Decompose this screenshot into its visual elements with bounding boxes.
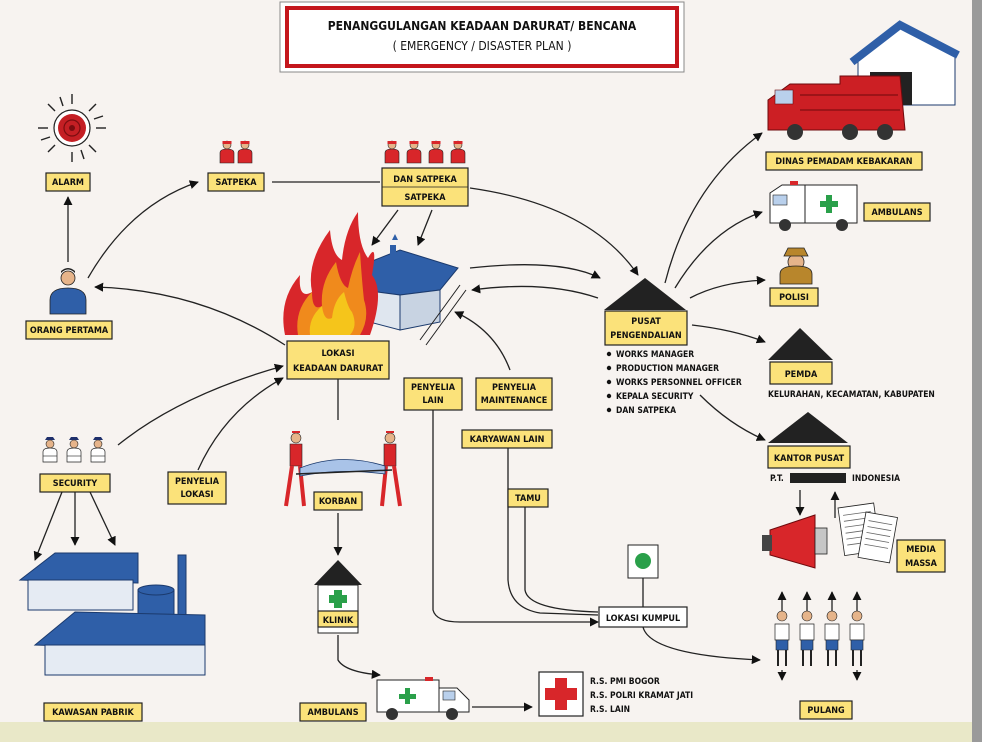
label-kawasan-pabrik: KAWASAN PABRIK	[43, 702, 143, 722]
label-lokasi-kumpul: LOKASI KUMPUL	[598, 606, 688, 628]
page-bottom-strip	[0, 722, 972, 742]
label-karyawan-lain: KARYAWAN LAIN	[461, 429, 553, 449]
svg-text:LOKASI KUMPUL: LOKASI KUMPUL	[606, 614, 680, 624]
ambulance-top-icon	[769, 181, 858, 231]
svg-text:ORANG PERTAMA: ORANG PERTAMA	[30, 326, 109, 336]
dan-satpeka-team-icon	[384, 140, 466, 164]
pemda-building-icon	[768, 328, 833, 360]
label-penyelia-lokasi: PENYELIA LOKASI	[167, 471, 227, 505]
svg-text:LAIN: LAIN	[422, 396, 443, 406]
label-ambulans-bottom: AMBULANS	[299, 702, 367, 722]
svg-text:KAWASAN PABRIK: KAWASAN PABRIK	[52, 708, 134, 718]
pusat-list-item: DAN SATPEKA	[616, 406, 676, 416]
label-penyelia-lain: PENYELIA LAIN	[403, 377, 463, 411]
label-alarm: ALARM	[45, 172, 91, 192]
svg-text:PENYELIA: PENYELIA	[492, 383, 537, 393]
employees-going-home-icon	[774, 610, 865, 667]
label-ambulans-top: AMBULANS	[863, 202, 931, 222]
svg-text:MAINTENANCE: MAINTENANCE	[481, 396, 547, 406]
title-line1: PENANGGULANGAN KEADAAN DARURAT/ BENCANA	[328, 19, 637, 33]
fire-truck-icon	[767, 20, 960, 140]
pusat-list-item: PRODUCTION MANAGER	[616, 364, 719, 374]
label-pemda: PEMDA	[769, 361, 833, 385]
svg-text:ALARM: ALARM	[52, 178, 84, 188]
label-pulang: PULANG	[799, 700, 853, 720]
svg-text:AMBULANS: AMBULANS	[871, 208, 922, 218]
svg-text:SECURITY: SECURITY	[53, 479, 98, 489]
satpeka-team-icon	[219, 140, 253, 164]
label-klinik: KLINIK	[317, 610, 359, 628]
control-center-member-list: WORKS MANAGER PRODUCTION MANAGER WORKS P…	[606, 350, 742, 416]
stretcher-victim-icon	[284, 431, 402, 507]
burning-building-icon	[283, 212, 467, 346]
control-center-building-icon	[604, 278, 686, 310]
hospital-item: R.S. PMI BOGOR	[590, 677, 660, 687]
svg-text:KEADAAN DARURAT: KEADAAN DARURAT	[293, 364, 384, 374]
local-government-note: KELURAHAN, KECAMATAN, KABUPATEN	[768, 390, 935, 400]
hospital-item: R.S. LAIN	[590, 705, 630, 715]
svg-text:SATPEKA: SATPEKA	[405, 193, 447, 203]
svg-text:LOKASI: LOKASI	[180, 490, 213, 500]
svg-text:DAN SATPEKA: DAN SATPEKA	[393, 175, 457, 185]
svg-text:MEDIA: MEDIA	[906, 545, 936, 555]
svg-text:PENYELIA: PENYELIA	[175, 477, 220, 487]
label-polisi: POLISI	[769, 287, 819, 307]
label-kantor-pusat: KANTOR PUSAT	[767, 445, 851, 469]
company-name-redaction	[790, 473, 846, 483]
page-edge	[972, 0, 982, 742]
svg-text:PENGENDALIAN: PENGENDALIAN	[610, 331, 682, 341]
label-security: SECURITY	[39, 473, 111, 493]
newspapers-icon	[837, 502, 898, 564]
hospital-item: R.S. POLRI KRAMAT JATI	[590, 691, 693, 701]
title-box: PENANGGULANGAN KEADAAN DARURAT/ BENCANA …	[279, 1, 685, 73]
pusat-list-item: KEPALA SECURITY	[616, 392, 694, 402]
label-penyelia-maintenance: PENYELIA MAINTENANCE	[475, 377, 553, 411]
svg-text:POLISI: POLISI	[779, 293, 809, 303]
svg-text:INDONESIA: INDONESIA	[852, 474, 900, 484]
police-officer-icon	[779, 247, 813, 285]
svg-text:DINAS PEMADAM KEBAKARAN: DINAS PEMADAM KEBAKARAN	[775, 157, 912, 167]
svg-text:MASSA: MASSA	[905, 559, 938, 569]
label-lokasi-keadaan-darurat: LOKASI KEADAAN DARURAT	[286, 340, 390, 380]
label-orang-pertama: ORANG PERTAMA	[25, 320, 113, 340]
label-media-massa: MEDIA MASSA	[896, 539, 946, 573]
svg-text:KORBAN: KORBAN	[319, 497, 357, 507]
pusat-list-item: WORKS PERSONNEL OFFICER	[616, 378, 742, 388]
alarm-bell-icon	[38, 94, 106, 162]
ambulance-bottom-icon	[376, 677, 470, 720]
svg-text:SATPEKA: SATPEKA	[216, 178, 258, 188]
factory-area-icon	[18, 552, 206, 676]
flow-lines	[33, 132, 862, 712]
title-line2: ( EMERGENCY / DISASTER PLAN )	[393, 39, 572, 53]
label-korban: KORBAN	[313, 491, 363, 511]
hospital-list: R.S. PMI BOGOR R.S. POLRI KRAMAT JATI R.…	[590, 677, 693, 715]
svg-text:PUSAT: PUSAT	[631, 317, 661, 327]
label-pusat-pengendalian: PUSAT PENGENDALIAN	[604, 310, 688, 346]
svg-text:PULANG: PULANG	[807, 706, 845, 716]
assembly-point-sign-icon	[627, 544, 659, 579]
svg-text:P.T.: P.T.	[770, 474, 784, 484]
label-dan-satpeka: DAN SATPEKA SATPEKA	[381, 167, 469, 207]
hospital-cross-icon	[538, 671, 584, 717]
svg-text:PENYELIA: PENYELIA	[411, 383, 456, 393]
first-person-icon	[49, 268, 87, 315]
svg-text:KANTOR PUSAT: KANTOR PUSAT	[774, 454, 845, 464]
label-tamu: TAMU	[507, 488, 549, 508]
svg-text:KLINIK: KLINIK	[323, 616, 354, 626]
svg-text:TAMU: TAMU	[515, 494, 541, 504]
label-dinas-pemadam-kebakaran: DINAS PEMADAM KEBAKARAN	[765, 151, 923, 171]
pusat-list-item: WORKS MANAGER	[616, 350, 694, 360]
svg-text:PEMDA: PEMDA	[785, 370, 818, 380]
svg-text:LOKASI: LOKASI	[321, 349, 354, 359]
svg-text:AMBULANS: AMBULANS	[307, 708, 358, 718]
head-office-building-icon	[768, 412, 848, 443]
svg-text:KARYAWAN LAIN: KARYAWAN LAIN	[470, 435, 545, 445]
security-team-icon	[42, 436, 106, 463]
company-name-note: P.T. INDONESIA	[770, 473, 900, 484]
label-satpeka: SATPEKA	[207, 172, 265, 192]
megaphone-icon	[762, 514, 828, 569]
